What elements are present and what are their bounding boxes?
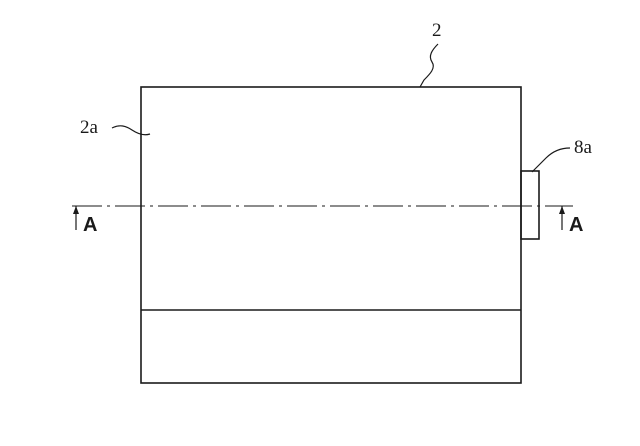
section-arrow-right-head (559, 206, 565, 214)
leader-line-part-face (112, 126, 150, 135)
section-label-left: A (83, 214, 97, 236)
protrusion-block (521, 171, 539, 239)
leader-line-protrusion (532, 148, 570, 172)
leader-line-part (420, 44, 438, 87)
part-body-outline (141, 87, 521, 383)
label-part: 2 (432, 20, 442, 41)
label-protrusion: 8a (574, 137, 593, 158)
section-label-right: A (569, 214, 583, 236)
label-part-face: 2a (80, 117, 99, 138)
section-arrow-left-head (73, 206, 79, 214)
